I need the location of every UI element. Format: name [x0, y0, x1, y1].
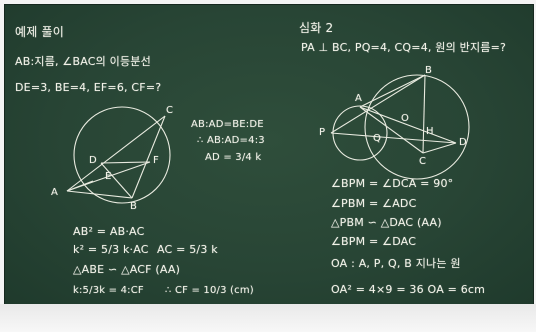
- right-line-6: OA² = 4×9 = 36 OA = 6cm: [331, 283, 486, 296]
- ratio-line-3: AD = 3/4 k: [205, 152, 262, 163]
- segment-db: [100, 162, 133, 199]
- segment-bc-right: [422, 74, 426, 154]
- ratio-line-2: ∴ AB:AD=4:3: [197, 135, 265, 146]
- left-given-1: AB:지름, ∠BAC의 이등분선: [15, 55, 151, 68]
- right-line-3: △PBM ∽ △DAC (AA): [331, 216, 442, 229]
- label-a-right: A: [355, 93, 363, 104]
- label-p-right: P: [319, 127, 326, 138]
- ratio-line-1: AB:AD=BE:DE: [191, 119, 264, 130]
- label-d-right: D: [459, 137, 467, 148]
- label-c-right: C: [419, 156, 427, 167]
- eq-line-3: AC = 5/3 k: [157, 243, 218, 256]
- label-h-right: H: [426, 126, 434, 137]
- eq-line-1: AB² = AB·AC: [73, 225, 145, 238]
- similarity-line: △ABE ∽ △ACF (AA): [73, 263, 181, 276]
- segment-bc: [131, 115, 166, 199]
- segment-pd: [330, 132, 457, 144]
- left-circle: [73, 106, 171, 204]
- label-a-left: A: [51, 187, 59, 198]
- segment-pb: [330, 74, 426, 134]
- left-result: ∴ CF = 10/3 (cm): [165, 285, 254, 296]
- eq-line-2: k² = 5/3 k·AC: [73, 243, 149, 256]
- right-line-2: ∠PBM = ∠ADC: [331, 197, 417, 210]
- label-o-right: O: [401, 113, 410, 124]
- label-d-left: D: [89, 155, 97, 166]
- tick-mark: [66, 180, 94, 192]
- segment-ad: [359, 106, 457, 144]
- right-given: PA ⊥ BC, PQ=4, CQ=4, 원의 반지름=?: [301, 41, 507, 54]
- label-c-left: C: [166, 105, 174, 116]
- eq-line-4: k:5/3k = 4:CF: [73, 285, 144, 296]
- right-line-4: ∠BPM = ∠DAC: [331, 235, 417, 248]
- left-given-2: DE=3, BE=4, EF=6, CF=?: [15, 81, 162, 94]
- right-big-circle: [364, 74, 470, 180]
- segment-ac: [66, 115, 166, 192]
- segment-df: [100, 161, 151, 164]
- right-line-5: OA : A, P, Q, B 지나는 원: [331, 257, 461, 270]
- chalkboard: 예제 풀이 AB:지름, ∠BAC의 이등분선 DE=3, BE=4, EF=6…: [4, 4, 534, 306]
- left-geometry-figure: [66, 74, 470, 204]
- chalk-tray: [0, 304, 536, 332]
- label-b-right: B: [425, 65, 433, 76]
- label-f-left: F: [153, 155, 159, 166]
- segment-ab-right: [359, 74, 426, 108]
- segment-cd: [422, 142, 457, 154]
- right-line-1: ∠BPM = ∠DCA = 90°: [331, 177, 454, 190]
- label-q-right: Q: [373, 133, 382, 144]
- label-b-left: B: [130, 201, 138, 212]
- right-problem-title: 심화 2: [299, 21, 334, 35]
- label-e-left: E: [105, 171, 112, 182]
- segment-ab: [66, 190, 133, 199]
- left-problem-title: 예제 풀이: [15, 25, 64, 39]
- segment-ac-right: [359, 106, 424, 154]
